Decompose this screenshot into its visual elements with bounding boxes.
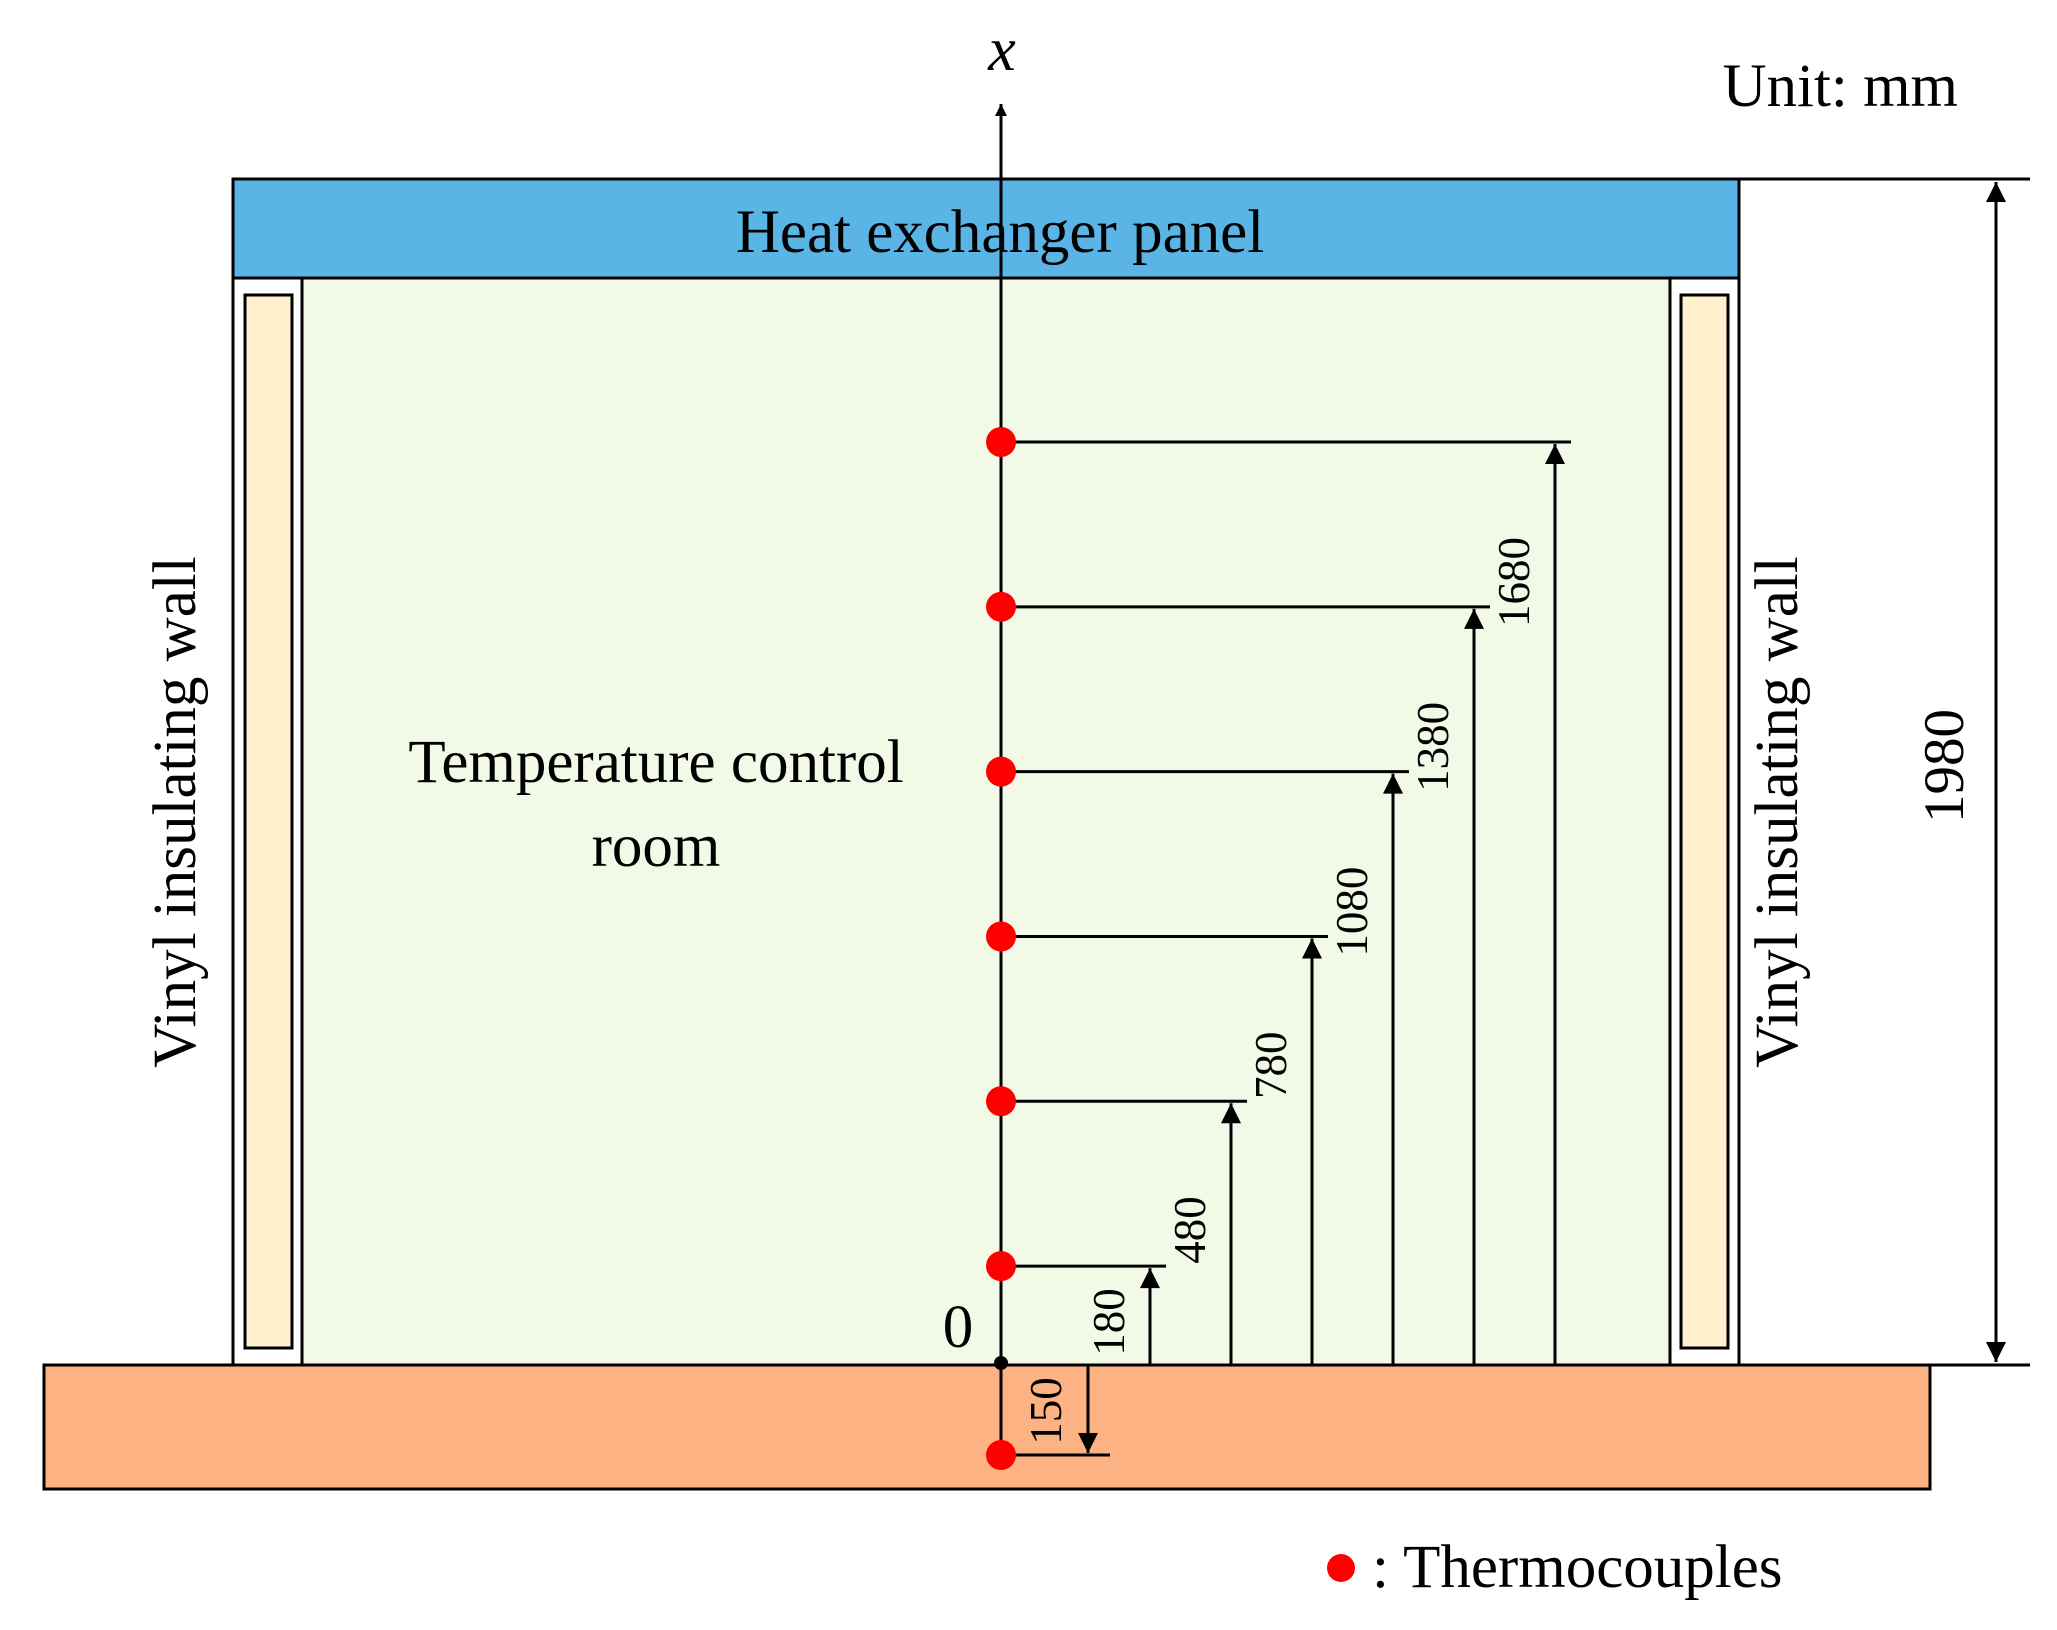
thermocouple-height-label: 1680 [1489,537,1539,627]
thermocouple-height-label: 780 [1246,1031,1296,1099]
thermocouple-marker [986,427,1016,458]
right-wall-label: Vinyl insulating wall [1744,556,1811,1067]
ground-slab [42,1363,1932,1491]
heat-exchanger-panel [231,177,1741,280]
unit-label: Unit: mm [1722,53,1958,120]
ground-depth-label: 150 [1021,1377,1071,1445]
left-wall-label: Vinyl insulating wall [142,556,209,1067]
thermocouple-height-label: 480 [1165,1196,1215,1264]
thermocouple-marker [986,1251,1016,1282]
legend-label: : Thermocouples [1372,1534,1783,1601]
total-height-label: 1980 [1913,709,1976,823]
ground-thermocouple [986,1440,1016,1470]
legend-thermocouple-icon [1327,1554,1355,1582]
thermocouple-marker [986,756,1016,787]
room-label-line2: room [592,813,721,880]
thermocouple-dimensions: 180 480 780 1080 1380 1680 [986,427,1571,1365]
thermocouple-height-label: 1380 [1408,702,1458,792]
x-axis-label: x [987,16,1016,84]
thermocouple-marker [986,921,1016,952]
right-wall-insulation [1679,293,1730,1350]
left-wall-insulation [243,293,294,1350]
thermocouple-marker [986,591,1016,622]
room-label-line1: Temperature control [408,729,903,796]
origin-label: 0 [943,1294,974,1361]
temperature-control-room [300,276,1672,1367]
thermocouple-height-label: 180 [1084,1288,1134,1356]
thermocouple-marker [986,1086,1016,1117]
origin-point [994,1356,1008,1370]
thermocouple-height-label: 1080 [1327,867,1377,957]
